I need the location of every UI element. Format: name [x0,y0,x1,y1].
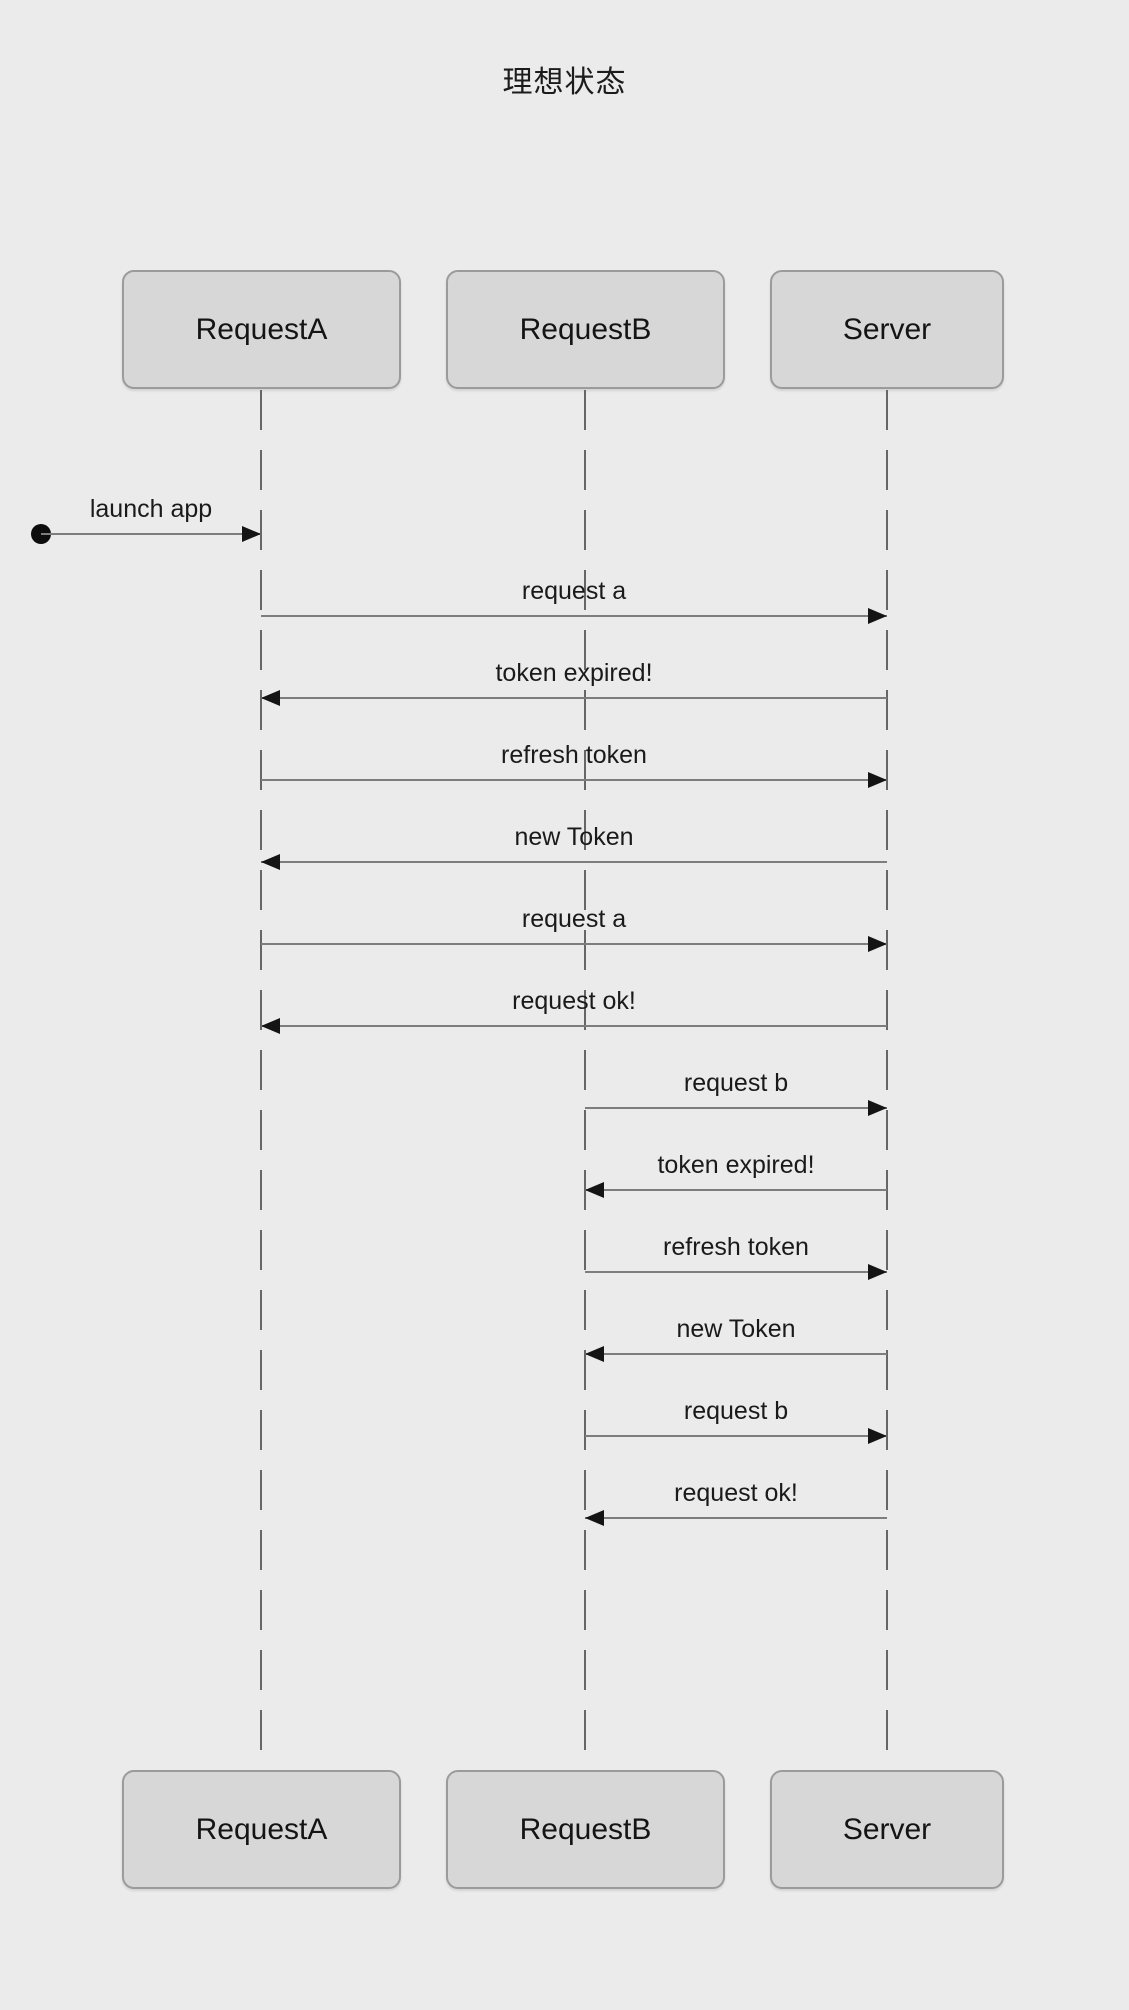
message-arrowhead-icon [868,1100,887,1116]
lifeline-requestb [584,390,586,1770]
message-line [261,779,887,781]
message-line [585,1271,887,1273]
message-arrowhead-icon [868,1264,887,1280]
message-line [585,1517,887,1519]
message-line [585,1107,887,1109]
message-arrowhead-icon [868,608,887,624]
actor-label-server: Server [842,1812,932,1846]
actor-box-requesta-bottom: RequestA [122,1770,401,1889]
actor-label-requestb: RequestB [519,312,652,346]
message-line [585,1435,887,1437]
message-arrowhead-icon [868,772,887,788]
message-label: request a [521,905,627,933]
message-line [585,1189,887,1191]
actor-box-requestb-bottom: RequestB [446,1770,725,1889]
actor-box-server-top: Server [770,270,1004,389]
diagram-title: 理想状态 [502,66,627,99]
message-label: request b [683,1397,789,1425]
actor-label-server: Server [842,312,932,346]
message-label: request ok! [674,1479,798,1507]
message-arrowhead-icon [868,1428,887,1444]
actor-label-requestb: RequestB [519,1812,652,1846]
message-arrowhead-icon [868,936,887,952]
message-arrowhead-icon [585,1510,604,1526]
message-label: new Token [676,1315,796,1343]
message-label: request a [521,577,627,605]
message-arrowhead-icon [261,1018,280,1034]
message-line [261,1025,887,1027]
message-line [261,615,887,617]
message-label: new Token [514,823,634,851]
message-line [261,861,887,863]
lifeline-requesta [260,390,262,1770]
message-label: token expired! [657,1151,815,1179]
message-line [41,533,261,535]
message-label: launch app [89,495,213,523]
actor-box-requesta-top: RequestA [122,270,401,389]
message-arrowhead-icon [261,690,280,706]
message-label: refresh token [501,741,647,769]
message-arrowhead-icon [261,854,280,870]
actor-label-requesta: RequestA [195,1812,328,1846]
message-line [261,697,887,699]
message-arrowhead-icon [242,526,261,542]
actor-box-server-bottom: Server [770,1770,1004,1889]
message-label: request b [683,1069,789,1097]
actor-box-requestb-top: RequestB [446,270,725,389]
message-arrowhead-icon [585,1182,604,1198]
message-line [261,943,887,945]
lifeline-server [886,390,888,1770]
message-label: refresh token [663,1233,809,1261]
message-line [585,1353,887,1355]
message-arrowhead-icon [585,1346,604,1362]
actor-label-requesta: RequestA [195,312,328,346]
message-label: request ok! [512,987,636,1015]
message-label: token expired! [495,659,653,687]
